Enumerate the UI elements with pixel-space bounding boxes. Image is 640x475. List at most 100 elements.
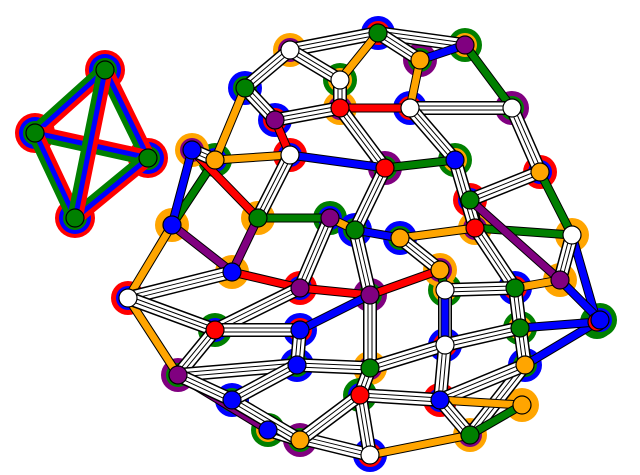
edge-triple-rule [128, 273, 233, 301]
edge-triple-fill [291, 359, 376, 374]
edge-triple-rule [408, 108, 454, 162]
node-n49 [430, 260, 450, 280]
edge-green [381, 156, 459, 172]
edge-triple-rule [274, 105, 340, 119]
node-n50 [290, 320, 310, 340]
edge-triple-fill [239, 44, 296, 94]
node-n15 [205, 150, 225, 170]
edge-triple-rule [176, 376, 232, 403]
node-n4 [502, 98, 522, 118]
edge-triple-rule [178, 372, 234, 399]
edge-orange [211, 151, 294, 164]
edge-triple-rule [289, 30, 378, 49]
edge-triple-fill [172, 359, 303, 381]
edge-triple-rule [259, 155, 293, 220]
edge-triple-rule [356, 168, 388, 232]
edge-purple [168, 221, 236, 276]
edge-green [461, 41, 516, 112]
node-n41 [182, 140, 202, 160]
edge-red [366, 266, 444, 299]
edge-stripe [72, 155, 151, 221]
edge-triple-fill [439, 282, 521, 296]
edge-red [228, 268, 304, 292]
edge-triple-rule [378, 30, 466, 44]
edge-triple-fill [439, 322, 526, 351]
node-n28 [360, 285, 380, 305]
edge-triple-rule [369, 342, 445, 367]
edge-blue [168, 146, 196, 229]
node-n2 [368, 23, 388, 43]
node-n22 [248, 208, 268, 228]
edge-triple-rule [470, 173, 541, 203]
edge-triple-rule [300, 396, 362, 443]
edge-triple-rule [361, 394, 373, 455]
node-t4 [65, 208, 85, 228]
edge-triple-rule [128, 295, 216, 329]
edge-triple-rule [290, 34, 379, 53]
edge-blue [296, 291, 374, 334]
node-n48 [345, 220, 365, 240]
node-n33 [360, 358, 380, 378]
node-n29 [290, 278, 310, 298]
edge-purple [466, 196, 564, 284]
node-n25 [465, 218, 485, 238]
edge-triple-rule [444, 285, 515, 289]
edge-triple-rule [297, 362, 371, 367]
node-n37 [430, 390, 450, 410]
edge-orange [396, 224, 479, 242]
edge-stripe [67, 66, 103, 220]
node-n38 [512, 395, 532, 415]
edge-stripe [72, 67, 108, 221]
edge-triple-rule [255, 153, 289, 218]
edge-triple-rule [301, 218, 333, 289]
edge-triple-rule [232, 397, 302, 439]
edge-triple-fill [506, 102, 546, 178]
edge-triple-rule [232, 366, 299, 403]
edge-green [536, 168, 576, 239]
node-n6 [562, 225, 582, 245]
edge-triple-rule [352, 166, 384, 230]
edge-stripe [102, 67, 151, 161]
edge-triple-rule [411, 106, 457, 160]
edge-triple-rule [444, 325, 520, 344]
node-layer [25, 23, 610, 465]
node-n16 [235, 78, 255, 98]
node-n45 [460, 190, 480, 210]
node-t3 [138, 148, 158, 168]
node-n5 [530, 162, 550, 182]
edge-triple-fill [354, 389, 446, 406]
node-n23 [320, 208, 340, 228]
node-n8 [515, 355, 535, 375]
edge-triple-fill [226, 394, 306, 446]
edge-triple-rule [513, 106, 543, 172]
node-n12 [168, 365, 188, 385]
edge-triple-fill [354, 389, 376, 461]
node-n10 [360, 445, 380, 465]
edge-triple-fill [469, 222, 521, 294]
edge-triple-fill [434, 359, 531, 406]
edge-triple-rule [472, 228, 514, 290]
node-n36 [290, 430, 310, 450]
edge-orange [336, 29, 382, 84]
edge-triple-rule [177, 362, 297, 374]
edge-triple-rule [341, 106, 388, 168]
edge-triple-fill [404, 102, 461, 166]
node-n44 [410, 50, 430, 70]
node-n24 [390, 228, 410, 248]
node-n27 [435, 280, 455, 300]
edge-orange [366, 431, 474, 459]
node-n39 [350, 385, 370, 405]
edge-triple-fill [269, 102, 346, 126]
node-n21 [280, 145, 300, 165]
node-n40 [222, 390, 242, 410]
edge-blue [521, 318, 601, 369]
edge-orange [211, 84, 249, 164]
edge-triple-rule [445, 289, 516, 293]
edge-orange [436, 396, 526, 409]
edge-stripe [106, 65, 156, 159]
edge-orange [124, 294, 182, 379]
node-n18 [400, 98, 420, 118]
edge-triple-fill [349, 224, 376, 301]
node-n46 [550, 270, 570, 290]
